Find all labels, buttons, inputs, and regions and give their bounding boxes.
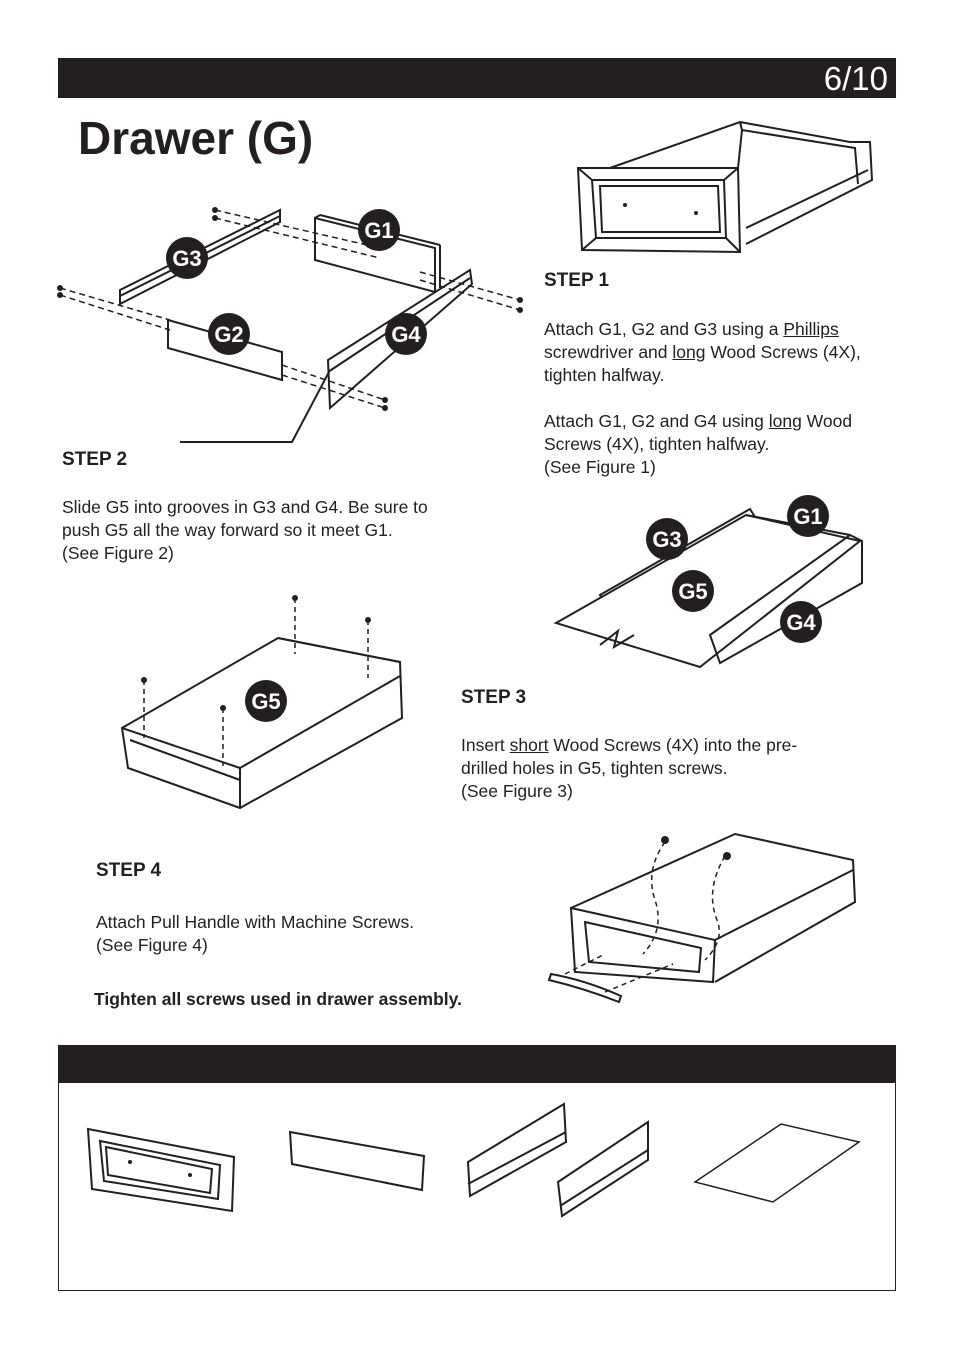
badge-g4: G4: [391, 322, 421, 347]
step-1-label: STEP 1: [544, 270, 610, 291]
part-front-panel-icon: [86, 1127, 236, 1213]
badge-g5-fig2: G5: [678, 579, 707, 604]
page-number: 6/10: [823, 60, 888, 97]
part-back-panel-icon: [288, 1130, 426, 1192]
badge-g5-fig3: G5: [251, 689, 280, 714]
parts-box: [58, 1083, 896, 1291]
badge-g1-fig2: G1: [793, 504, 822, 529]
step-1-text: Attach G1, G2 and G3 using a Phillips sc…: [544, 319, 861, 385]
parts-header-bar: [58, 1045, 896, 1083]
page-title: Drawer (G): [78, 112, 314, 164]
step-3-label: STEP 3: [461, 687, 527, 708]
badge-g2: G2: [214, 322, 243, 347]
step-3-text: Insert short Wood Screws (4X) into the p…: [461, 735, 798, 801]
badge-g3: G3: [172, 246, 201, 271]
figure-slide-panel: G3 G1 G5 G4: [553, 495, 863, 669]
badge-g1: G1: [364, 218, 393, 243]
badge-g4-fig2: G4: [786, 610, 816, 635]
figure-screw-panel: G5: [120, 595, 404, 810]
part-side-rails-icon: [466, 1102, 649, 1218]
step-2-text: Slide G5 into grooves in G3 and G4. Be s…: [62, 497, 428, 563]
figure-pull-handle: [547, 832, 857, 1004]
step-4-label: STEP 4: [96, 860, 162, 881]
tighten-note: Tighten all screws used in drawer assemb…: [94, 989, 462, 1009]
header-bar: 6/10: [58, 58, 896, 98]
badge-g3-fig2: G3: [652, 527, 681, 552]
step-4-text: Attach Pull Handle with Machine Screws.(…: [96, 912, 415, 955]
step-2-label: STEP 2: [62, 449, 128, 470]
step-1-text-2: Attach G1, G2 and G4 using long Wood Scr…: [544, 411, 853, 477]
figure-exploded-view: G3 G1 G2 G4: [57, 207, 523, 443]
figure-assembled-drawer: [576, 120, 874, 254]
part-bottom-panel-icon: [693, 1123, 861, 1203]
